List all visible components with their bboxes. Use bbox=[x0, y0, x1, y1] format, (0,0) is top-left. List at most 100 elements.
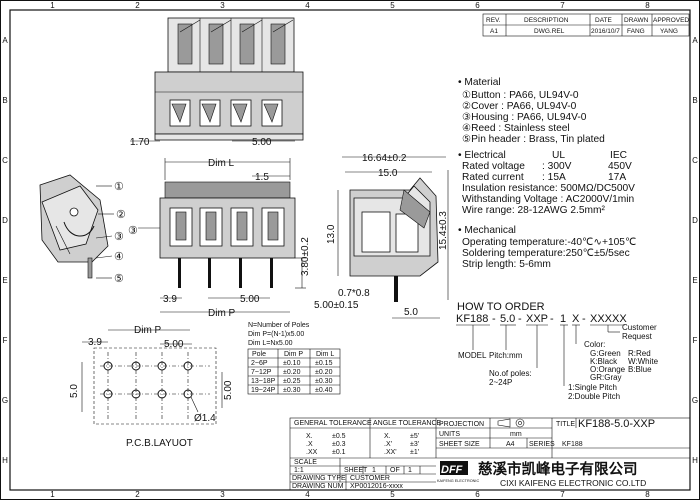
side-view: ① ② ③ ④ ⑤ bbox=[39, 174, 126, 285]
grid-col-bottom-6: 6 bbox=[475, 490, 480, 499]
ang-val-1: ±5' bbox=[410, 433, 419, 440]
callout-4: ④ bbox=[114, 251, 124, 263]
poles-row-1-diml: ±0.15 bbox=[315, 360, 333, 367]
specifications: • Material ①Button : PA66, UL94V-0 ②Cove… bbox=[458, 77, 636, 270]
grid-row-right-E: E bbox=[692, 276, 697, 285]
grid-row-left-H: H bbox=[2, 456, 8, 465]
ang-key-3: .XX' bbox=[384, 449, 397, 456]
callout-3: ③ bbox=[114, 231, 124, 243]
sheet-label: SHEET bbox=[344, 467, 368, 474]
rev-header-date: DATE bbox=[595, 17, 613, 24]
code-sep-3: - bbox=[550, 313, 554, 325]
scale-label: SCALE bbox=[294, 459, 317, 466]
general-tolerance-label: GENERAL TOLERANCE bbox=[294, 420, 372, 427]
poles-row-1-dimp: ±0.10 bbox=[283, 360, 301, 367]
poles-note-line-1: N=Number of Poles bbox=[248, 322, 310, 329]
sheet-size-label: SHEET SIZE bbox=[439, 441, 480, 448]
material-line-2: ②Cover : PA66, UL94V-0 bbox=[462, 101, 577, 112]
dim-dim-l: Dim L bbox=[208, 158, 235, 169]
grid-row-left-D: D bbox=[2, 216, 8, 225]
grid-row-right-F: F bbox=[693, 336, 698, 345]
series-value: KF188 bbox=[562, 441, 583, 448]
rev-header-desc: DESCRIPTION bbox=[524, 17, 569, 24]
col-iec: IEC bbox=[610, 150, 627, 161]
soldering-temp-line: Soldering temperature:250℃±5/5sec bbox=[462, 248, 630, 259]
callout-1: ① bbox=[114, 181, 124, 193]
tol-key-1: X. bbox=[306, 433, 313, 440]
rev-header-rev: REV. bbox=[486, 17, 501, 24]
current-iec: 17A bbox=[608, 172, 626, 183]
callout-3-front: ③ bbox=[128, 225, 138, 237]
color-orange: O:Orange bbox=[590, 365, 626, 374]
order-title: HOW TO ORDER bbox=[457, 301, 545, 313]
insulation-line: Insulation resistance: 500MΩ/DC500V bbox=[462, 183, 635, 194]
grid-row-right-A: A bbox=[692, 36, 698, 45]
angle-tolerance-label: ANGLE TOLERANCE bbox=[373, 420, 442, 427]
company-name-en: CIXI KAIFENG ELECTRONIC CO.LTD bbox=[500, 478, 646, 488]
tol-key-2: .X bbox=[306, 441, 313, 448]
units-label: UNITS bbox=[439, 431, 460, 438]
grid-col-bottom-4: 4 bbox=[305, 490, 310, 499]
sheet-value: 1 bbox=[372, 467, 376, 474]
drawing-type-value: CUSTOMER bbox=[350, 475, 390, 482]
poles-label-2: 2~24P bbox=[489, 378, 512, 387]
poles-row-3-dimp: ±0.25 bbox=[283, 378, 301, 385]
grid-col-bottom-5: 5 bbox=[390, 490, 395, 499]
material-line-5: ⑤Pin header : Brass, Tin plated bbox=[462, 134, 605, 145]
ang-val-3: ±1' bbox=[410, 449, 419, 456]
customer-request-2: Request bbox=[622, 332, 653, 341]
model-label: MODEL bbox=[458, 351, 487, 360]
series-label: SERIES bbox=[529, 441, 555, 448]
pcb-dim-3-9: 3.9 bbox=[88, 337, 102, 348]
current-label: Rated current bbox=[462, 172, 524, 183]
color-blue: B:Blue bbox=[628, 365, 652, 374]
code-sep-2: - bbox=[518, 313, 522, 325]
grid-col-bottom-2: 2 bbox=[135, 490, 140, 499]
voltage-label: Rated voltage bbox=[462, 161, 525, 172]
projection-symbol bbox=[497, 418, 525, 428]
poles-note-line-2: Dim P=(N-1)x5.00 bbox=[248, 331, 304, 338]
grid-row-right-G: G bbox=[692, 396, 698, 405]
company-logo: DFF KAIFENG ELECTRONIC bbox=[437, 461, 479, 483]
material-line-4: ④Reed : Stainless steel bbox=[462, 123, 570, 134]
of-label: OF bbox=[390, 467, 400, 474]
strip-length-line: Strip length: 5-6mm bbox=[462, 259, 551, 270]
electrical-title: Electrical bbox=[464, 150, 505, 161]
dim-16-64: 16.64±0.2 bbox=[362, 153, 407, 164]
grid-row-right-H: H bbox=[692, 456, 698, 465]
grid-col-top-7: 7 bbox=[560, 1, 565, 10]
code-sep-1: - bbox=[492, 313, 496, 325]
pitch-type-1: 1:Single Pitch bbox=[568, 383, 617, 392]
code-sep-4: - bbox=[582, 313, 586, 325]
dim-5-00-top: 5.00 bbox=[252, 137, 272, 148]
poles-row-4-diml: ±0.40 bbox=[315, 387, 333, 394]
projection-label: PROJECTION bbox=[439, 421, 484, 428]
dim-1-5: 1.5 bbox=[255, 172, 269, 183]
poles-row-2-pole: 7~12P bbox=[251, 369, 272, 376]
poles-header-diml: Dim L bbox=[316, 351, 334, 358]
pcb-dim-5-00: 5.00 bbox=[164, 339, 184, 350]
poles-row-3-pole: 13~18P bbox=[251, 378, 276, 385]
grid-row-right-B: B bbox=[692, 96, 697, 105]
grid-col-bottom-3: 3 bbox=[220, 490, 225, 499]
grid-row-left-A: A bbox=[2, 36, 8, 45]
poles-note: N=Number of Poles Dim P=(N-1)x5.00 Dim L… bbox=[247, 322, 341, 395]
wire-range-line: Wire range: 28-12AWG 2.5mm² bbox=[462, 205, 605, 216]
dim-0-7: 0.7*0.8 bbox=[338, 288, 370, 299]
withstand-line: Withstanding Voltage : AC2000V/1min bbox=[462, 194, 634, 205]
poles-row-2-diml: ±0.20 bbox=[315, 369, 333, 376]
revision-table: REV. DESCRIPTION DATE DRAWN APPROVED A1 … bbox=[482, 13, 689, 37]
code-pitch-type: 1 bbox=[560, 313, 566, 325]
dim-13-0: 13.0 bbox=[326, 224, 337, 244]
scale-value-row: 1:1 bbox=[294, 467, 304, 474]
drawing-num-label: DRAWING NUM bbox=[292, 483, 344, 490]
pitch-type-2: 2:Double Pitch bbox=[568, 392, 620, 401]
voltage-iec: 450V bbox=[608, 161, 632, 172]
color-white: W:White bbox=[628, 357, 659, 366]
code-color: X bbox=[572, 313, 580, 325]
right-side-view: 16.64±0.2 15.0 13.0 15.4±0.3 0.7*0.8 5.0… bbox=[314, 153, 449, 319]
tol-key-3: .XX bbox=[306, 449, 318, 456]
title-label: TITLE bbox=[556, 421, 575, 428]
